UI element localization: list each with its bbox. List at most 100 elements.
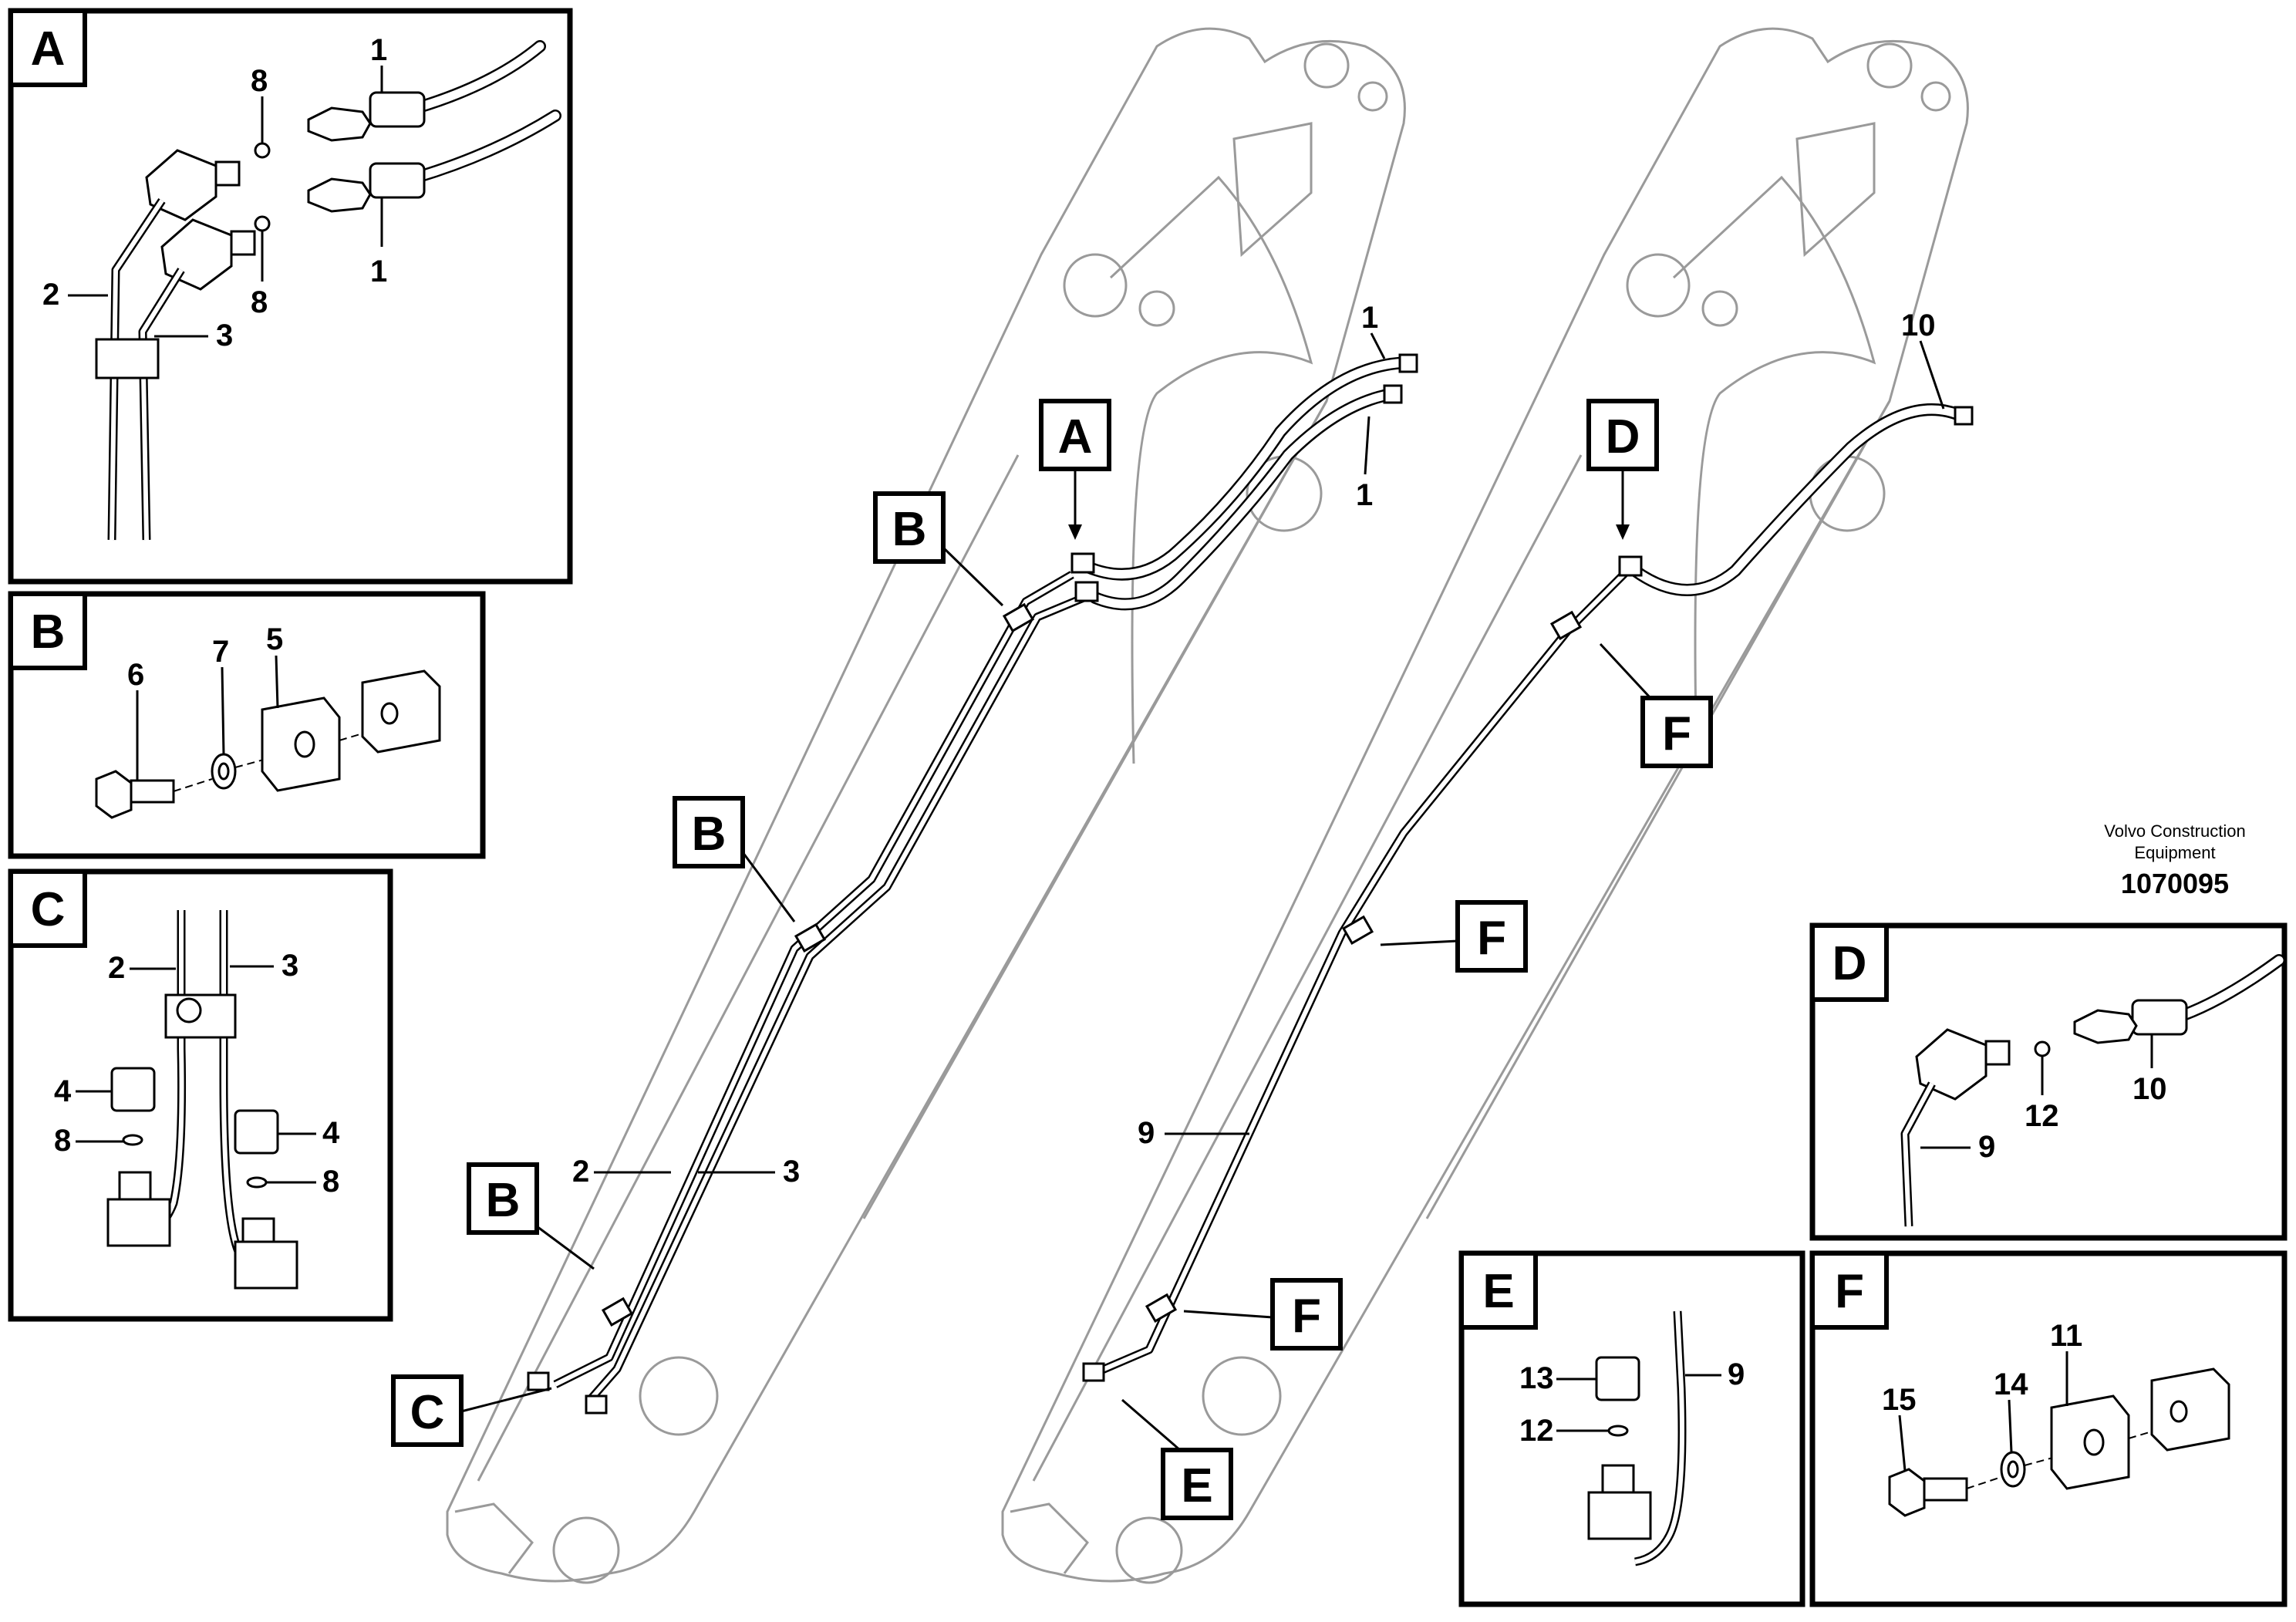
left-base (454, 1502, 534, 1574)
detail-F-letter: F (1835, 1265, 1864, 1318)
left-boom (446, 27, 1406, 1584)
callout-F-main-2: F (1477, 912, 1506, 965)
fitting-left-end-1 (1398, 353, 1418, 373)
detail-C: C 2 3 4 4 8 8 (8, 868, 393, 1322)
main-callouts: A B B B C D F F F E (391, 399, 1713, 1520)
callout-B-main-3: B (486, 1174, 521, 1227)
left-foot-pin (639, 1356, 719, 1436)
detail-C-part-8-right: 8 (322, 1165, 339, 1199)
right-mid-pin (1626, 253, 1691, 318)
detail-F: F 11 15 14 (1809, 1250, 2288, 1607)
left-boom-outline (446, 27, 1406, 1583)
detail-D-part-12: 12 (2025, 1099, 2059, 1133)
detail-A: A 1 1 8 8 2 3 (8, 8, 573, 585)
detail-E: E 13 12 9 (1458, 1250, 1805, 1607)
right-top-pin-2 (1920, 81, 1951, 112)
right-boom (1001, 27, 1969, 1584)
fitting-left-bottom-1 (527, 1371, 550, 1391)
fitting-left-bottom-2 (585, 1394, 608, 1415)
callout-C-main: C (410, 1386, 445, 1439)
right-boom-edge-2 (1425, 400, 1891, 1219)
publisher-block: Volvo Construction Equipment 1070095 (2104, 821, 2245, 899)
detail-A-part-2: 2 (42, 278, 59, 312)
detail-B-part-6: 6 (127, 658, 144, 692)
detail-D-letter: D (1832, 937, 1867, 990)
clamp-right-mid (1341, 915, 1374, 945)
pipe-9-right-inner (1094, 568, 1630, 1375)
pipe-3-left-inner (588, 595, 1085, 1401)
detail-B-letter: B (31, 605, 66, 659)
right-boom-web (1672, 175, 1876, 764)
detail-E-letter: E (1482, 1265, 1514, 1318)
callout-E-main: E (1181, 1459, 1212, 1512)
detail-B: B 6 7 5 (8, 591, 486, 859)
main-part-1-b: 1 (1356, 478, 1373, 512)
fitting-right-end (1954, 406, 1974, 426)
callout-D-main: D (1606, 410, 1640, 464)
callout-F-main-3: F (1292, 1290, 1321, 1343)
detail-F-part-15: 15 (1882, 1383, 1917, 1417)
detail-A-part-1-top: 1 (370, 33, 387, 67)
fitting-right-top (1618, 555, 1643, 577)
left-boom-web (1109, 175, 1313, 764)
detail-D-part-10: 10 (2132, 1072, 2167, 1106)
left-mid-pin (1063, 253, 1128, 318)
hose-1-left-lower-inner (1091, 389, 1401, 609)
pipe-3-left (586, 593, 1086, 1403)
callout-B-main-2: B (692, 808, 727, 861)
detail-D-frame (1809, 922, 2288, 1241)
right-foot-pin-2 (1115, 1516, 1183, 1584)
callout-F-main-1: F (1662, 707, 1691, 760)
left-pipes (527, 353, 1418, 1415)
right-boom-edge (1032, 454, 1583, 1482)
detail-E-part-9: 9 (1728, 1357, 1745, 1391)
detail-C-part-3: 3 (282, 949, 298, 983)
publisher-line1: Volvo Construction (2104, 821, 2245, 841)
detail-D-part-9: 9 (1978, 1130, 1995, 1164)
detail-B-part-5: 5 (266, 622, 283, 656)
clamp-left-top (1002, 602, 1035, 632)
detail-E-part-13: 13 (1519, 1361, 1554, 1395)
fitting-left-top-2 (1074, 581, 1099, 602)
main-part-3: 3 (783, 1155, 800, 1189)
right-foot-pin (1202, 1356, 1282, 1436)
hose-10-right-inner (1630, 405, 1967, 595)
detail-A-part-3: 3 (216, 319, 233, 352)
main-part-2: 2 (572, 1155, 589, 1189)
clamp-right-low (1145, 1293, 1178, 1323)
detail-C-part-4-left: 4 (54, 1074, 72, 1108)
main-part-numbers: 1 1 2 3 10 9 (572, 301, 1945, 1189)
publisher-line2: Equipment (2134, 843, 2215, 862)
detail-C-part-4-right: 4 (322, 1116, 340, 1150)
right-mid-pin-2 (1701, 290, 1738, 327)
detail-C-letter: C (31, 883, 66, 936)
right-pipes (1082, 403, 1974, 1382)
clamp-left-low (601, 1297, 634, 1327)
right-top-pin (1866, 42, 1913, 89)
main-part-10: 10 (1901, 309, 1936, 342)
detail-A-part-1-bottom: 1 (370, 255, 387, 288)
detail-A-part-8-bottom: 8 (251, 285, 268, 319)
detail-C-part-8-left: 8 (54, 1124, 71, 1158)
drawing-number: 1070095 (2121, 868, 2229, 899)
detail-D: D 12 10 9 (1809, 922, 2288, 1241)
detail-B-part-7: 7 (212, 635, 229, 669)
right-cyl-pin (1809, 455, 1886, 532)
fitting-left-end-2 (1383, 384, 1403, 404)
main-part-1-a: 1 (1361, 301, 1378, 335)
left-window (1232, 122, 1313, 258)
detail-C-part-2: 2 (108, 951, 125, 985)
detail-A-part-8-top: 8 (251, 64, 268, 98)
left-foot-pin-2 (552, 1516, 620, 1584)
left-boom-edge-2 (862, 400, 1328, 1219)
left-top-pin-2 (1357, 81, 1388, 112)
right-window (1795, 122, 1876, 258)
fitting-left-top (1070, 552, 1095, 574)
left-mid-pin-2 (1138, 290, 1175, 327)
hose-1-left-upper-inner (1083, 358, 1416, 579)
right-base (1010, 1502, 1089, 1574)
clamp-right-top (1549, 610, 1583, 640)
left-boom-edge (477, 454, 1020, 1482)
right-boom-outline (1001, 27, 1969, 1583)
